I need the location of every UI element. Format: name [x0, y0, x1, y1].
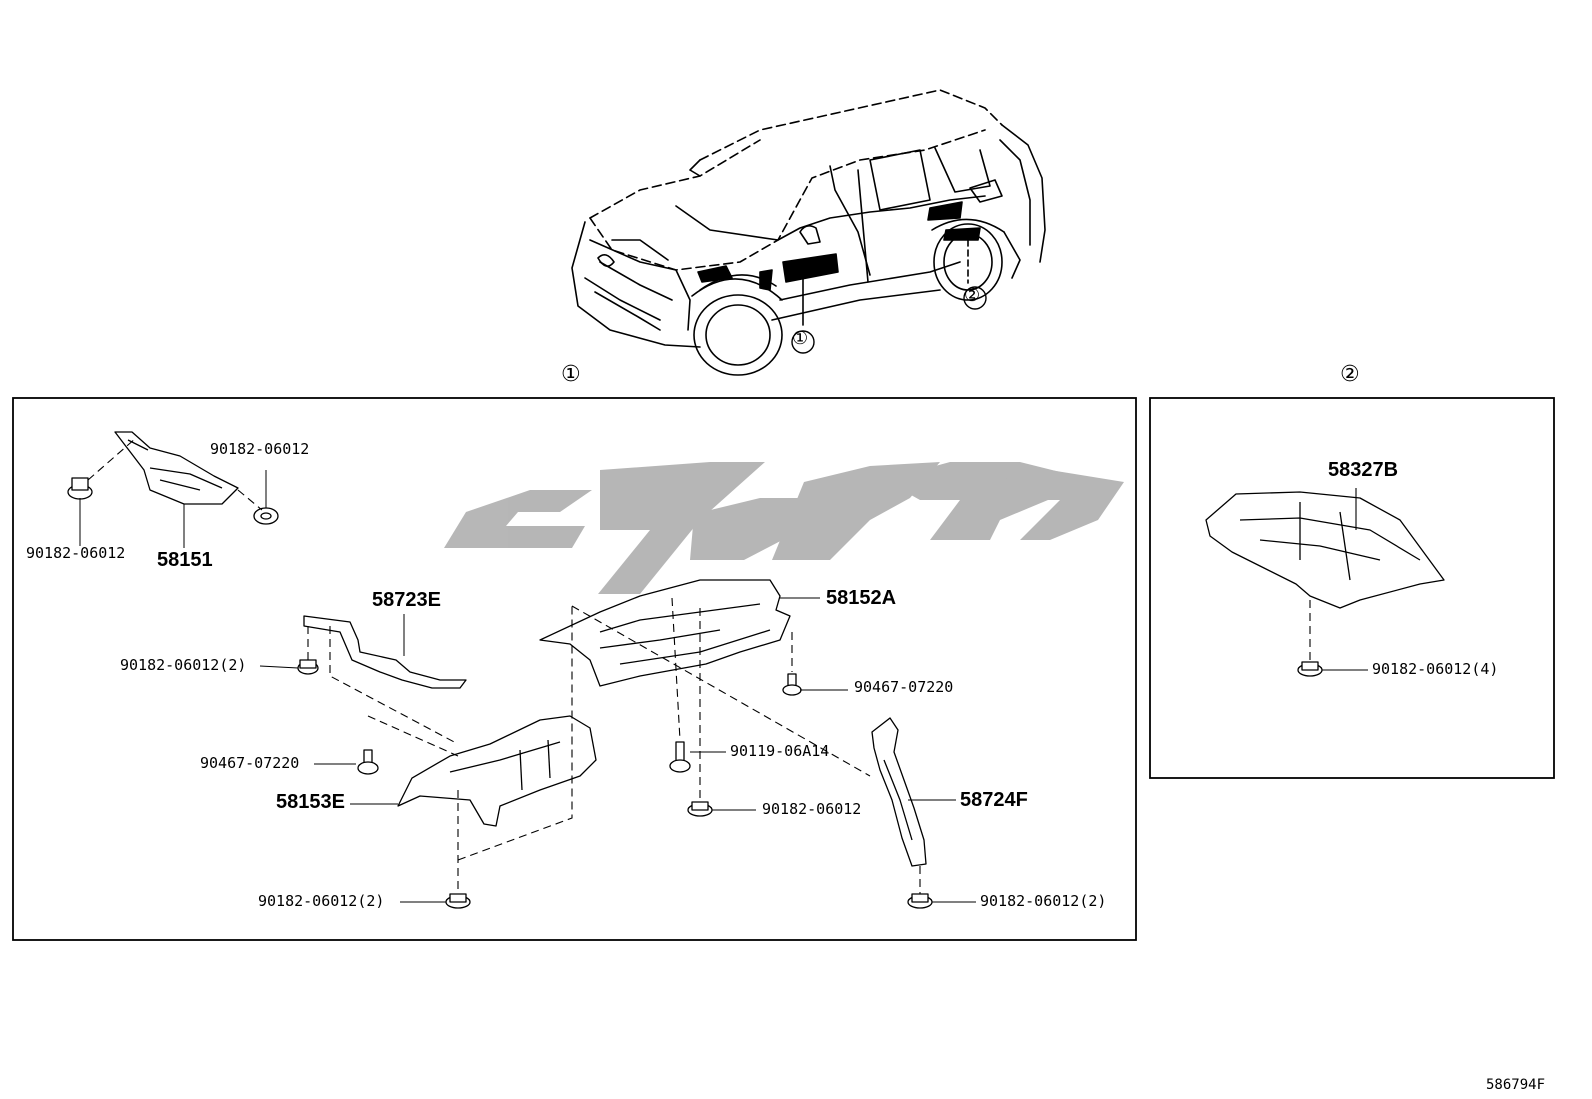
part-58723E-bracket — [303, 615, 467, 689]
car-callout-1: ① — [792, 328, 809, 349]
part-58152A-insulator — [539, 579, 791, 687]
callout-1-circle-car — [791, 330, 815, 354]
vehicle-illustration — [571, 89, 1046, 376]
car-callout-2: ② — [964, 285, 981, 306]
watermark-logo — [444, 462, 1124, 594]
label-58724F: 58724F — [960, 789, 1028, 811]
clip-center — [687, 801, 713, 817]
leader-lines-section-1 — [79, 470, 976, 903]
label-58152A-bolt: 90467-07220 — [854, 678, 954, 696]
clip-58724F — [907, 893, 933, 909]
label-58327B-clip: 90182-06012(4) — [1372, 660, 1499, 678]
section-1-frame — [12, 397, 1137, 941]
clip-90182-right — [253, 507, 279, 525]
label-58724F-clip: 90182-06012(2) — [980, 892, 1107, 910]
label-58151-clip-left: 90182-06012 — [26, 544, 126, 562]
label-58151-clip-right: 90182-06012 — [210, 440, 310, 458]
label-center-bolt: 90119-06A14 — [730, 742, 830, 760]
label-58723E-clip: 90182-06012(2) — [120, 656, 247, 674]
part-58724F-bracket — [871, 717, 927, 867]
label-58151: 58151 — [157, 549, 213, 571]
label-58153E-bolt: 90467-07220 — [200, 754, 300, 772]
clip-58723E — [297, 659, 319, 675]
bolt-58152A — [782, 673, 802, 696]
label-58152A: 58152A — [826, 587, 897, 609]
diagram-reference-number: 586794F — [1486, 1077, 1546, 1093]
label-58153E: 58153E — [276, 791, 345, 813]
section-2-callout: ② — [1340, 362, 1360, 387]
part-58327B-insulator — [1205, 491, 1445, 677]
section-1-callout: ① — [561, 362, 581, 387]
callout-2-circle-car — [963, 286, 987, 310]
clip-58153E — [445, 893, 471, 909]
part-58151-shield — [114, 431, 239, 505]
clip-90182-left — [67, 477, 93, 500]
label-center-clip: 90182-06012 — [762, 800, 862, 818]
part-58153E-insulator — [397, 715, 597, 827]
bolt-center — [669, 741, 691, 773]
bolt-58153E — [357, 749, 379, 775]
label-58153E-clip: 90182-06012(2) — [258, 892, 385, 910]
label-58723E: 58723E — [372, 589, 441, 611]
section-2-frame — [1149, 397, 1555, 779]
section-2-guides — [1309, 488, 1368, 671]
label-58327B: 58327B — [1328, 459, 1399, 481]
dashed-guides-section-1 — [87, 437, 921, 894]
